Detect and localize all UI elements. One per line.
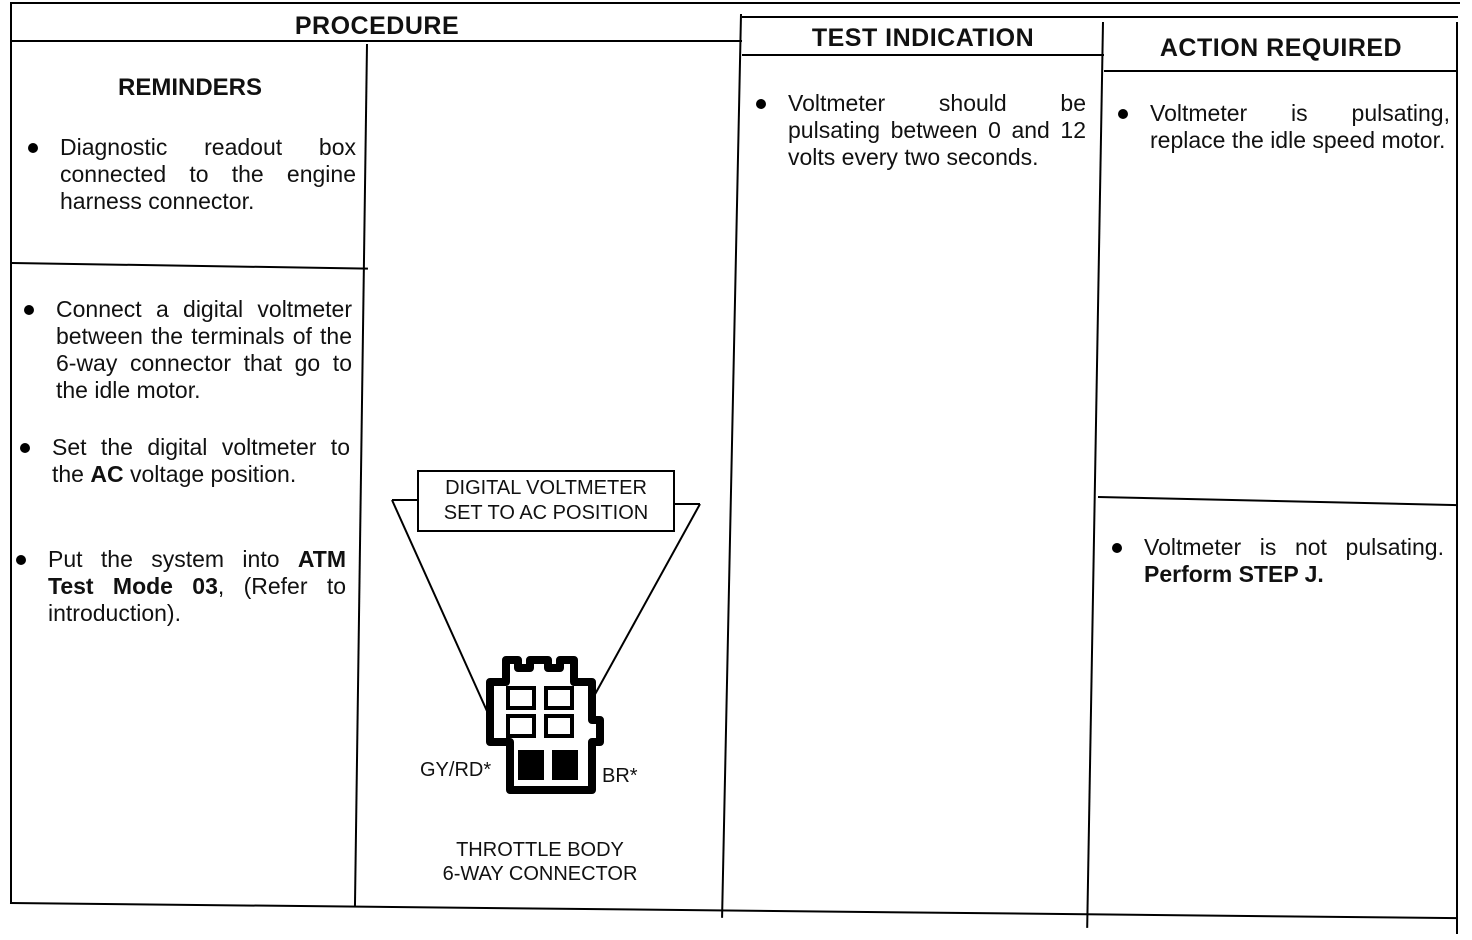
header-top-right-border <box>742 16 1458 18</box>
table-top-border <box>12 2 1460 4</box>
procedure-header: PROCEDURE <box>294 12 460 40</box>
bullet-icon <box>24 305 34 315</box>
table-left-border <box>10 2 12 902</box>
procedure-header-underline <box>12 40 742 42</box>
reminder-text: Diagnostic readout box connected to the … <box>60 134 356 214</box>
test-indication-item: Voltmeter should be pulsating between 0 … <box>756 90 1086 171</box>
procedure-step-text: Set the digital voltmeter to the AC volt… <box>52 434 350 487</box>
caption-line-1: THROTTLE BODY <box>456 839 624 861</box>
bullet-icon <box>756 99 766 109</box>
action-item-pulsating: Voltmeter is pulsating, replace the idle… <box>1118 100 1450 154</box>
terminal-1-icon <box>506 686 536 710</box>
caption-line-2: 6-WAY CONNECTOR <box>442 863 638 885</box>
procedure-step: Connect a digital voltmeter between the … <box>24 296 352 404</box>
bullet-icon <box>28 143 38 153</box>
procedure-step-text: Put the system into ATM Test Mode 03, (R… <box>48 546 346 626</box>
left-terminal-label: GY/RD* <box>420 759 492 781</box>
test-header-underline <box>742 54 1104 56</box>
action-required-header: ACTION REQUIRED <box>1159 34 1403 62</box>
callout-line-2: SET TO AC POSITION <box>443 502 649 524</box>
procedure-step: Set the digital voltmeter to the AC volt… <box>20 434 350 488</box>
bullet-icon <box>16 555 26 565</box>
test-indication-header: TEST INDICATION <box>811 24 1035 52</box>
test-indication-text: Voltmeter should be pulsating between 0 … <box>788 90 1086 170</box>
voltmeter-callout: DIGITAL VOLTMETER SET TO AC POSITION <box>417 470 675 532</box>
bullet-icon <box>1118 109 1128 119</box>
action-text: Voltmeter is not pulsating. Perform STEP… <box>1144 534 1444 587</box>
action-text: Voltmeter is pulsating, replace the idle… <box>1150 100 1450 153</box>
terminal-6-icon <box>552 750 578 780</box>
terminal-3-icon <box>506 714 536 738</box>
table-right-border <box>1456 22 1458 934</box>
terminal-2-icon <box>544 686 574 710</box>
action-header-underline <box>1104 70 1458 72</box>
reminder-item: Diagnostic readout box connected to the … <box>28 134 356 215</box>
procedure-step-text: Connect a digital voltmeter between the … <box>56 296 352 403</box>
diagram-caption: THROTTLE BODY 6-WAY CONNECTOR <box>420 838 660 886</box>
action-item-not-pulsating: Voltmeter is not pulsating. Perform STEP… <box>1112 534 1444 588</box>
bullet-icon <box>20 443 30 453</box>
terminal-5-icon <box>518 750 544 780</box>
funnel-left-line <box>391 499 501 741</box>
procedure-step: Put the system into ATM Test Mode 03, (R… <box>16 546 346 627</box>
reminders-title: REMINDERS <box>117 74 262 101</box>
terminal-4-icon <box>544 714 574 738</box>
bullet-icon <box>1112 543 1122 553</box>
right-terminal-label: BR* <box>602 765 638 787</box>
callout-line-1: DIGITAL VOLTMETER <box>445 477 647 499</box>
